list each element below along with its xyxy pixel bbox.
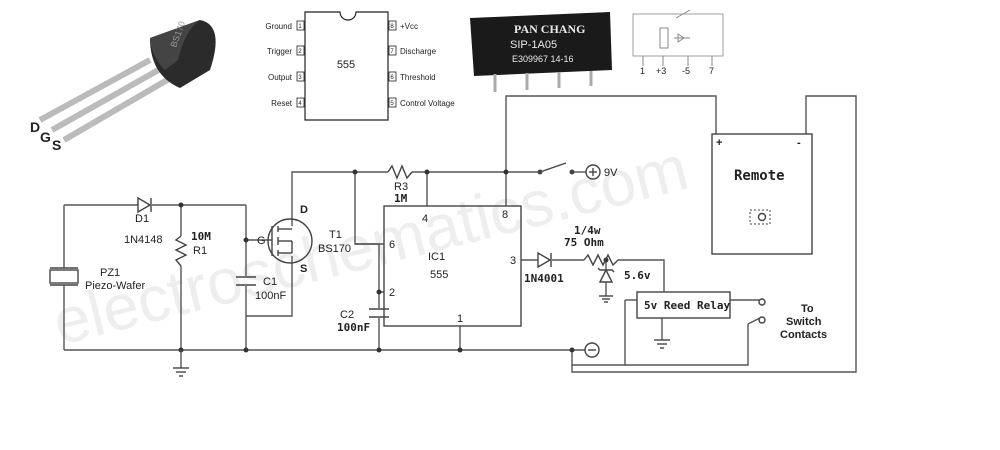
pin2-name: Trigger	[267, 47, 292, 56]
switch-contact-1	[758, 298, 766, 306]
r1-value: 10M	[191, 230, 211, 243]
diode-1n4001	[537, 251, 552, 269]
remote-button-icon	[749, 209, 771, 225]
pin1-name: Ground	[265, 22, 292, 31]
c1-name: C1	[263, 276, 277, 288]
pin3-num: 3	[298, 75, 302, 81]
pin-d-label: D	[30, 119, 40, 135]
supply-9v-label: 9V	[604, 167, 618, 179]
wires	[63, 95, 857, 373]
reed-relay-label: 5v Reed Relay	[644, 299, 730, 312]
zener-value: 5.6v	[624, 269, 651, 282]
bs170-photo: BS170 D G S	[30, 20, 216, 153]
ic1-part: 555	[430, 269, 448, 281]
resistor-value: 75 Ohm	[564, 236, 604, 249]
ic1-pin2: 2	[389, 287, 395, 299]
remote-box	[711, 133, 813, 255]
pin4-num: 4	[298, 101, 302, 107]
mosfet-t1	[267, 218, 313, 264]
pinout-555: 555 1 2 3 4 8 7 6 5 Ground Trigger Outpu…	[265, 11, 455, 121]
to-switch-line3: Contacts	[780, 329, 827, 341]
d1-name: D1	[135, 213, 149, 225]
relay-pin-diagram: 1 +3 -5 7	[632, 9, 724, 76]
relay-brand: PAN CHANG	[514, 22, 585, 36]
relay-pin-p3: +3	[656, 66, 666, 76]
relay-model: SIP-1A05	[510, 39, 557, 51]
pin1-num: 1	[298, 24, 302, 30]
ic1-pin3: 3	[510, 255, 516, 267]
pin3-name: Output	[268, 73, 293, 82]
pz1-name: PZ1	[100, 267, 120, 279]
r3-name: R3	[394, 181, 408, 193]
resistor-r1	[174, 235, 188, 267]
ic1-555-body	[383, 205, 522, 327]
pz1-desc: Piezo-Wafer	[85, 280, 145, 292]
piezo-pz1	[49, 267, 79, 286]
resistor-power: 1/4w	[574, 224, 601, 237]
pin-g-label: G	[40, 129, 51, 145]
resistor-r3	[387, 164, 413, 180]
pin8-name: +Vcc	[400, 22, 418, 31]
relay-cert: E309967 14-16	[512, 54, 574, 64]
t1-name: T1	[329, 229, 342, 241]
diode-1n4001-label: 1N4001	[524, 272, 564, 285]
relay-pin-m5: -5	[682, 66, 690, 76]
c1-value: 100nF	[255, 290, 286, 302]
pin-s-label: S	[52, 137, 61, 153]
capacitor-c2	[369, 308, 389, 318]
pin7-name: Discharge	[400, 47, 437, 56]
pinout-chip-label: 555	[337, 59, 355, 71]
t1-s-label: S	[300, 263, 307, 275]
ic1-pin1: 1	[457, 313, 463, 325]
remote-plus: +	[716, 137, 722, 149]
capacitor-c1	[236, 276, 256, 286]
t1-g-label: G	[257, 235, 266, 247]
reed-relay-photo: PAN CHANG SIP-1A05 E309967 14-16	[470, 12, 612, 92]
pin5-num: 5	[390, 101, 394, 107]
c2-value: 100nF	[337, 321, 370, 334]
pin7-num: 7	[390, 49, 394, 55]
switch-contact-2	[758, 316, 766, 324]
zener-diode	[597, 267, 615, 303]
c2-name: C2	[340, 309, 354, 321]
power-switch	[537, 162, 575, 175]
r3-value: 1M	[394, 192, 408, 205]
remote-minus: -	[797, 137, 801, 149]
pin6-num: 6	[390, 75, 394, 81]
d1-part: 1N4148	[124, 234, 163, 246]
relay-pin-7: 7	[709, 66, 714, 76]
relay-pin-1: 1	[640, 66, 645, 76]
ic1-name: IC1	[428, 251, 445, 263]
ic1-pin4: 4	[422, 213, 428, 225]
ic1-pin8: 8	[502, 209, 508, 221]
ground-symbol-main	[173, 350, 189, 377]
plus-terminal-icon	[585, 164, 601, 180]
t1-d-label: D	[300, 204, 308, 216]
ground-symbol-relay	[654, 339, 670, 349]
r1-name: R1	[193, 245, 207, 257]
reed-relay-box	[636, 291, 731, 319]
to-switch-line2: Switch	[786, 316, 822, 328]
minus-terminal-icon	[584, 342, 600, 358]
pin4-name: Reset	[271, 99, 293, 108]
pin5-name: Control Voltage	[400, 99, 455, 108]
pin6-name: Threshold	[400, 73, 436, 82]
ic1-pin6: 6	[389, 239, 395, 251]
to-switch-line1: To	[801, 303, 814, 315]
diode-d1	[137, 196, 152, 214]
resistor-75ohm	[583, 253, 619, 267]
remote-label: Remote	[734, 168, 785, 184]
pin2-num: 2	[298, 49, 302, 55]
pin8-num: 8	[390, 24, 394, 30]
t1-part: BS170	[318, 243, 351, 255]
